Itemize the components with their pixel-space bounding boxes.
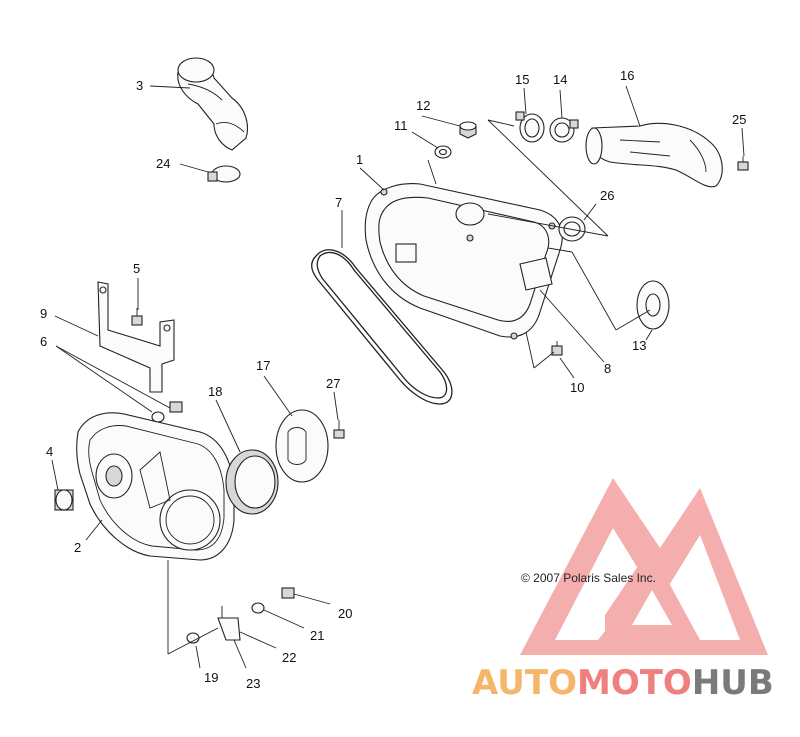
callout-11: 11 [394, 118, 408, 133]
part-10-bolt [551, 341, 563, 356]
callout-labels: 1 2 3 4 5 6 7 8 9 10 11 12 13 14 15 16 1… [40, 68, 746, 691]
part-3-intake-duct [177, 57, 249, 151]
callout-15: 15 [515, 72, 529, 87]
part-25-bolt [737, 156, 749, 171]
part-17-plate [275, 409, 329, 483]
callout-14: 14 [553, 72, 567, 87]
callout-10: 10 [570, 380, 584, 395]
watermark-word-moto: MOTO [577, 663, 692, 703]
part-18-seal-ring [225, 449, 279, 515]
callout-17: 17 [256, 358, 270, 373]
part-20-bolt [281, 587, 295, 599]
callout-3: 3 [136, 78, 143, 93]
callout-7: 7 [335, 195, 342, 210]
part-21-washer [251, 602, 265, 614]
callout-8: 8 [604, 361, 611, 376]
callout-4: 4 [46, 444, 53, 459]
part-24-clamp [207, 165, 241, 183]
callout-21: 21 [310, 628, 324, 643]
callout-27: 27 [326, 376, 340, 391]
callout-20: 20 [338, 606, 352, 621]
callout-13: 13 [632, 338, 646, 353]
callout-1: 1 [356, 152, 363, 167]
watermark-word-auto: AUTO [472, 663, 577, 703]
part-12-nut [459, 121, 477, 139]
part-15-clamp [515, 111, 545, 143]
part-23-bracket [217, 606, 241, 641]
callout-6: 6 [40, 334, 47, 349]
watermark-word-hub: HUB [692, 663, 774, 703]
callout-24: 24 [156, 156, 170, 171]
part-27-bolt [333, 420, 345, 439]
watermark-wordmark: AUTOMOTOHUB [472, 663, 774, 703]
part-4-spacer [54, 489, 74, 511]
callout-2: 2 [74, 540, 81, 555]
part-16-outlet-duct [585, 122, 723, 188]
part-1-inner-cover [364, 183, 563, 340]
watermark-logo [520, 478, 768, 655]
callout-5: 5 [133, 261, 140, 276]
part-9-bracket [97, 281, 175, 393]
callout-19: 19 [204, 670, 218, 685]
callout-26: 26 [600, 188, 614, 203]
callout-22: 22 [282, 650, 296, 665]
part-2-outer-cover [76, 412, 235, 561]
callout-25: 25 [732, 112, 746, 127]
leader-lines [51, 85, 745, 669]
part-11-washer [434, 145, 452, 159]
part-7-drive-belt [311, 249, 453, 405]
callout-18: 18 [208, 384, 222, 399]
callout-12: 12 [416, 98, 430, 113]
part-14-clamp [549, 117, 579, 143]
callout-16: 16 [620, 68, 634, 83]
copyright-notice: © 2007 Polaris Sales Inc. [521, 571, 656, 585]
part-6-washer-bolt [151, 401, 183, 423]
callout-23: 23 [246, 676, 260, 691]
part-5-bolt [131, 308, 143, 326]
callout-9: 9 [40, 306, 47, 321]
part-13-seal [636, 280, 670, 330]
